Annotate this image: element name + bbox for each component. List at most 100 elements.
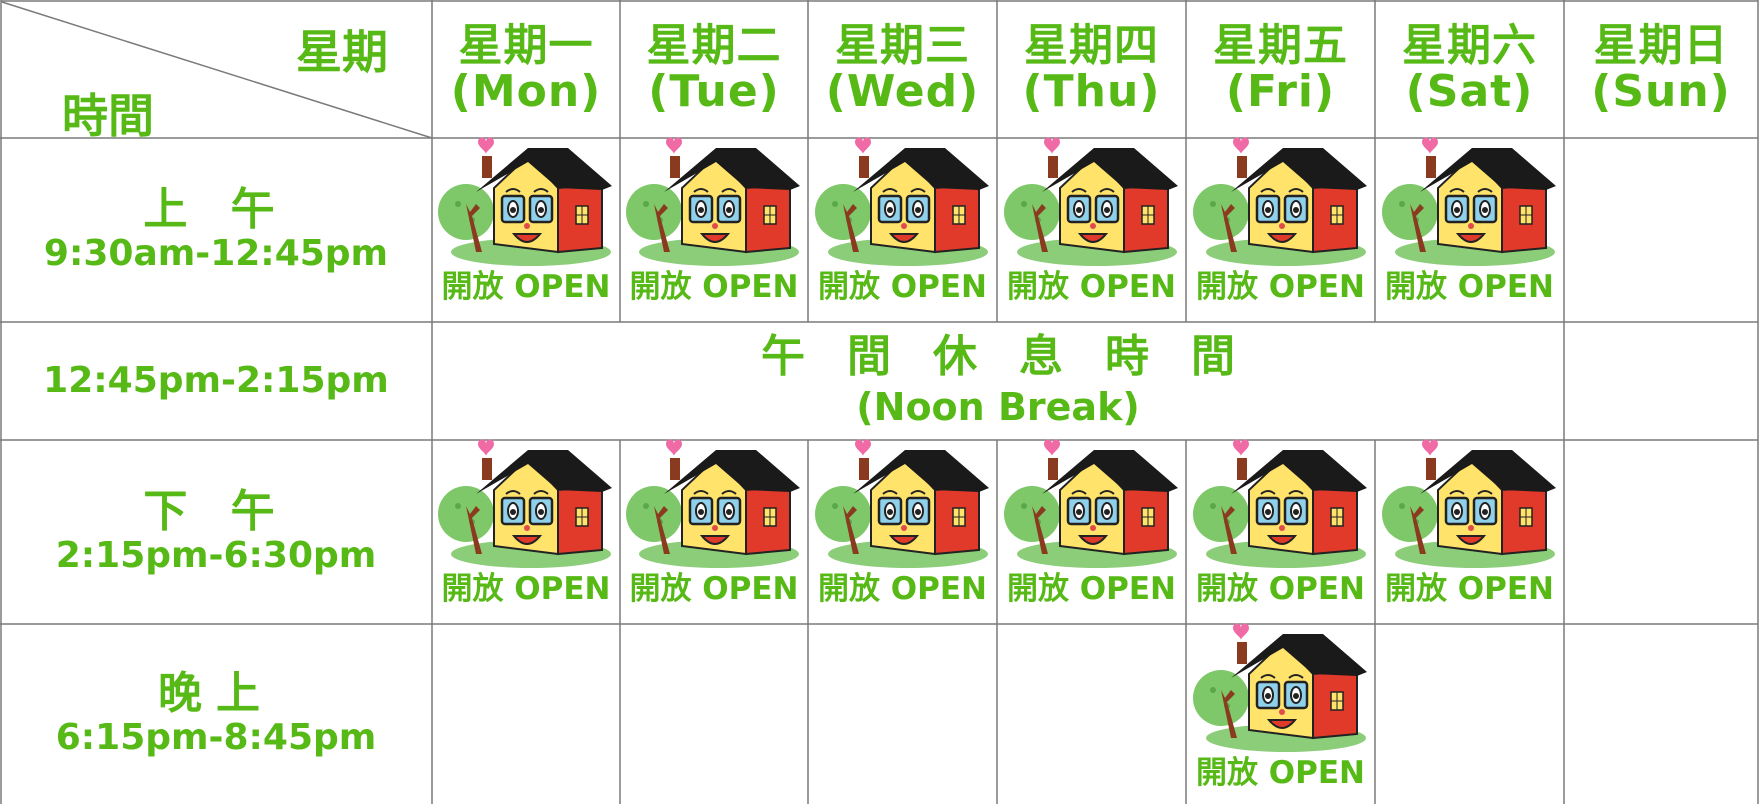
day-name-zh: 星期三 bbox=[835, 20, 970, 71]
day-name-en: (Wed) bbox=[825, 66, 980, 117]
tree-icon bbox=[814, 184, 871, 252]
time-slot-label: 12:45pm-2:15pm bbox=[0, 322, 432, 440]
tree-icon bbox=[1192, 486, 1249, 554]
noon-break-en: (Noon Break) bbox=[856, 385, 1140, 429]
time-slot-name: 下 午 bbox=[143, 486, 289, 537]
house-icon bbox=[626, 137, 800, 266]
time-slot-range: 12:45pm-2:15pm bbox=[43, 360, 389, 401]
house-icon bbox=[1003, 439, 1178, 568]
house-icon bbox=[438, 137, 612, 266]
noon-break-cell: 午間休息時間(Noon Break) bbox=[432, 322, 1564, 440]
heart-icon bbox=[478, 137, 494, 154]
time-slot-name: 晚上 bbox=[158, 668, 274, 719]
heart-icon bbox=[1043, 137, 1060, 154]
day-name-en: (Fri) bbox=[1225, 66, 1336, 117]
day-name-zh: 星期四 bbox=[1024, 20, 1159, 71]
open-slot-wed: 開放 OPEN bbox=[808, 134, 997, 322]
tree-icon bbox=[1192, 184, 1249, 252]
house-icon bbox=[438, 439, 612, 568]
tree-icon bbox=[1003, 184, 1060, 252]
corner-time-label: 時間 bbox=[62, 89, 154, 143]
open-slot-mon: 開放 OPEN bbox=[432, 134, 620, 322]
time-slot-range: 6:15pm-8:45pm bbox=[55, 717, 377, 758]
tree-icon bbox=[438, 486, 494, 554]
day-header-thu: 星期四(Thu) bbox=[997, 0, 1186, 138]
heart-icon bbox=[1232, 137, 1249, 154]
tree-icon bbox=[814, 486, 871, 554]
tree-icon bbox=[1381, 184, 1438, 252]
open-label: 開放 OPEN bbox=[1196, 755, 1365, 791]
day-name-zh: 星期五 bbox=[1213, 20, 1348, 71]
noon-break-zh: 午間休息時間 bbox=[761, 331, 1277, 382]
house-icon bbox=[1381, 137, 1556, 266]
heart-icon bbox=[854, 137, 871, 154]
time-slot-range: 2:15pm-6:30pm bbox=[55, 535, 377, 576]
open-label: 開放 OPEN bbox=[818, 571, 987, 607]
open-label: 開放 OPEN bbox=[441, 269, 611, 305]
open-slot-thu: 開放 OPEN bbox=[997, 436, 1186, 624]
open-slot-sat: 開放 OPEN bbox=[1375, 134, 1564, 322]
day-header-mon: 星期一(Mon) bbox=[432, 0, 620, 138]
heart-icon bbox=[1232, 623, 1249, 640]
open-label: 開放 OPEN bbox=[1196, 571, 1365, 607]
open-slot-thu: 開放 OPEN bbox=[997, 134, 1186, 322]
house-icon bbox=[1192, 137, 1367, 266]
heart-icon bbox=[1421, 137, 1438, 154]
time-slot-range: 9:30am-12:45pm bbox=[43, 233, 389, 274]
tree-icon bbox=[1192, 670, 1249, 738]
open-label: 開放 OPEN bbox=[1196, 269, 1365, 305]
house-icon bbox=[1192, 439, 1367, 568]
open-label: 開放 OPEN bbox=[1385, 571, 1554, 607]
day-name-en: (Sat) bbox=[1405, 66, 1534, 117]
open-slot-tue: 開放 OPEN bbox=[620, 436, 808, 624]
heart-icon bbox=[666, 137, 682, 154]
house-icon bbox=[626, 439, 800, 568]
house-icon bbox=[814, 137, 989, 266]
corner-diagonal bbox=[1, 1, 433, 139]
day-header-tue: 星期二(Tue) bbox=[620, 0, 808, 138]
house-icon bbox=[1003, 137, 1178, 266]
heart-icon bbox=[1421, 439, 1438, 456]
day-header-sun: 星期日(Sun) bbox=[1564, 0, 1758, 138]
open-slot-wed: 開放 OPEN bbox=[808, 436, 997, 624]
open-label: 開放 OPEN bbox=[1385, 269, 1554, 305]
house-icon bbox=[1381, 439, 1556, 568]
day-name-en: (Sun) bbox=[1591, 66, 1731, 117]
day-header-fri: 星期五(Fri) bbox=[1186, 0, 1375, 138]
day-header-wed: 星期三(Wed) bbox=[808, 0, 997, 138]
corner-day-label: 星期 bbox=[296, 25, 388, 79]
open-label: 開放 OPEN bbox=[1007, 269, 1176, 305]
heart-icon bbox=[1232, 439, 1249, 456]
open-slot-fri: 開放 OPEN bbox=[1186, 620, 1375, 804]
tree-icon bbox=[1003, 486, 1060, 554]
corner-header: 星期 時間 bbox=[0, 0, 432, 143]
day-name-en: (Mon) bbox=[450, 66, 602, 117]
day-name-zh: 星期六 bbox=[1402, 20, 1537, 71]
day-name-en: (Thu) bbox=[1022, 66, 1161, 117]
house-icon bbox=[1192, 623, 1367, 752]
heart-icon bbox=[1043, 439, 1060, 456]
open-slot-tue: 開放 OPEN bbox=[620, 134, 808, 322]
open-label: 開放 OPEN bbox=[629, 269, 799, 305]
open-label: 開放 OPEN bbox=[441, 571, 611, 607]
tree-icon bbox=[626, 486, 682, 554]
open-label: 開放 OPEN bbox=[1007, 571, 1176, 607]
tree-icon bbox=[1381, 486, 1438, 554]
open-slot-fri: 開放 OPEN bbox=[1186, 134, 1375, 322]
heart-icon bbox=[666, 439, 682, 456]
tree-icon bbox=[626, 184, 682, 252]
day-name-en: (Tue) bbox=[648, 66, 780, 117]
open-slot-mon: 開放 OPEN bbox=[432, 436, 620, 624]
day-name-zh: 星期一 bbox=[458, 20, 594, 71]
heart-icon bbox=[478, 439, 494, 456]
open-label: 開放 OPEN bbox=[818, 269, 987, 305]
tree-icon bbox=[438, 184, 494, 252]
open-slot-fri: 開放 OPEN bbox=[1186, 436, 1375, 624]
open-slot-sat: 開放 OPEN bbox=[1375, 436, 1564, 624]
day-name-zh: 星期二 bbox=[646, 20, 782, 71]
day-name-zh: 星期日 bbox=[1593, 20, 1729, 71]
